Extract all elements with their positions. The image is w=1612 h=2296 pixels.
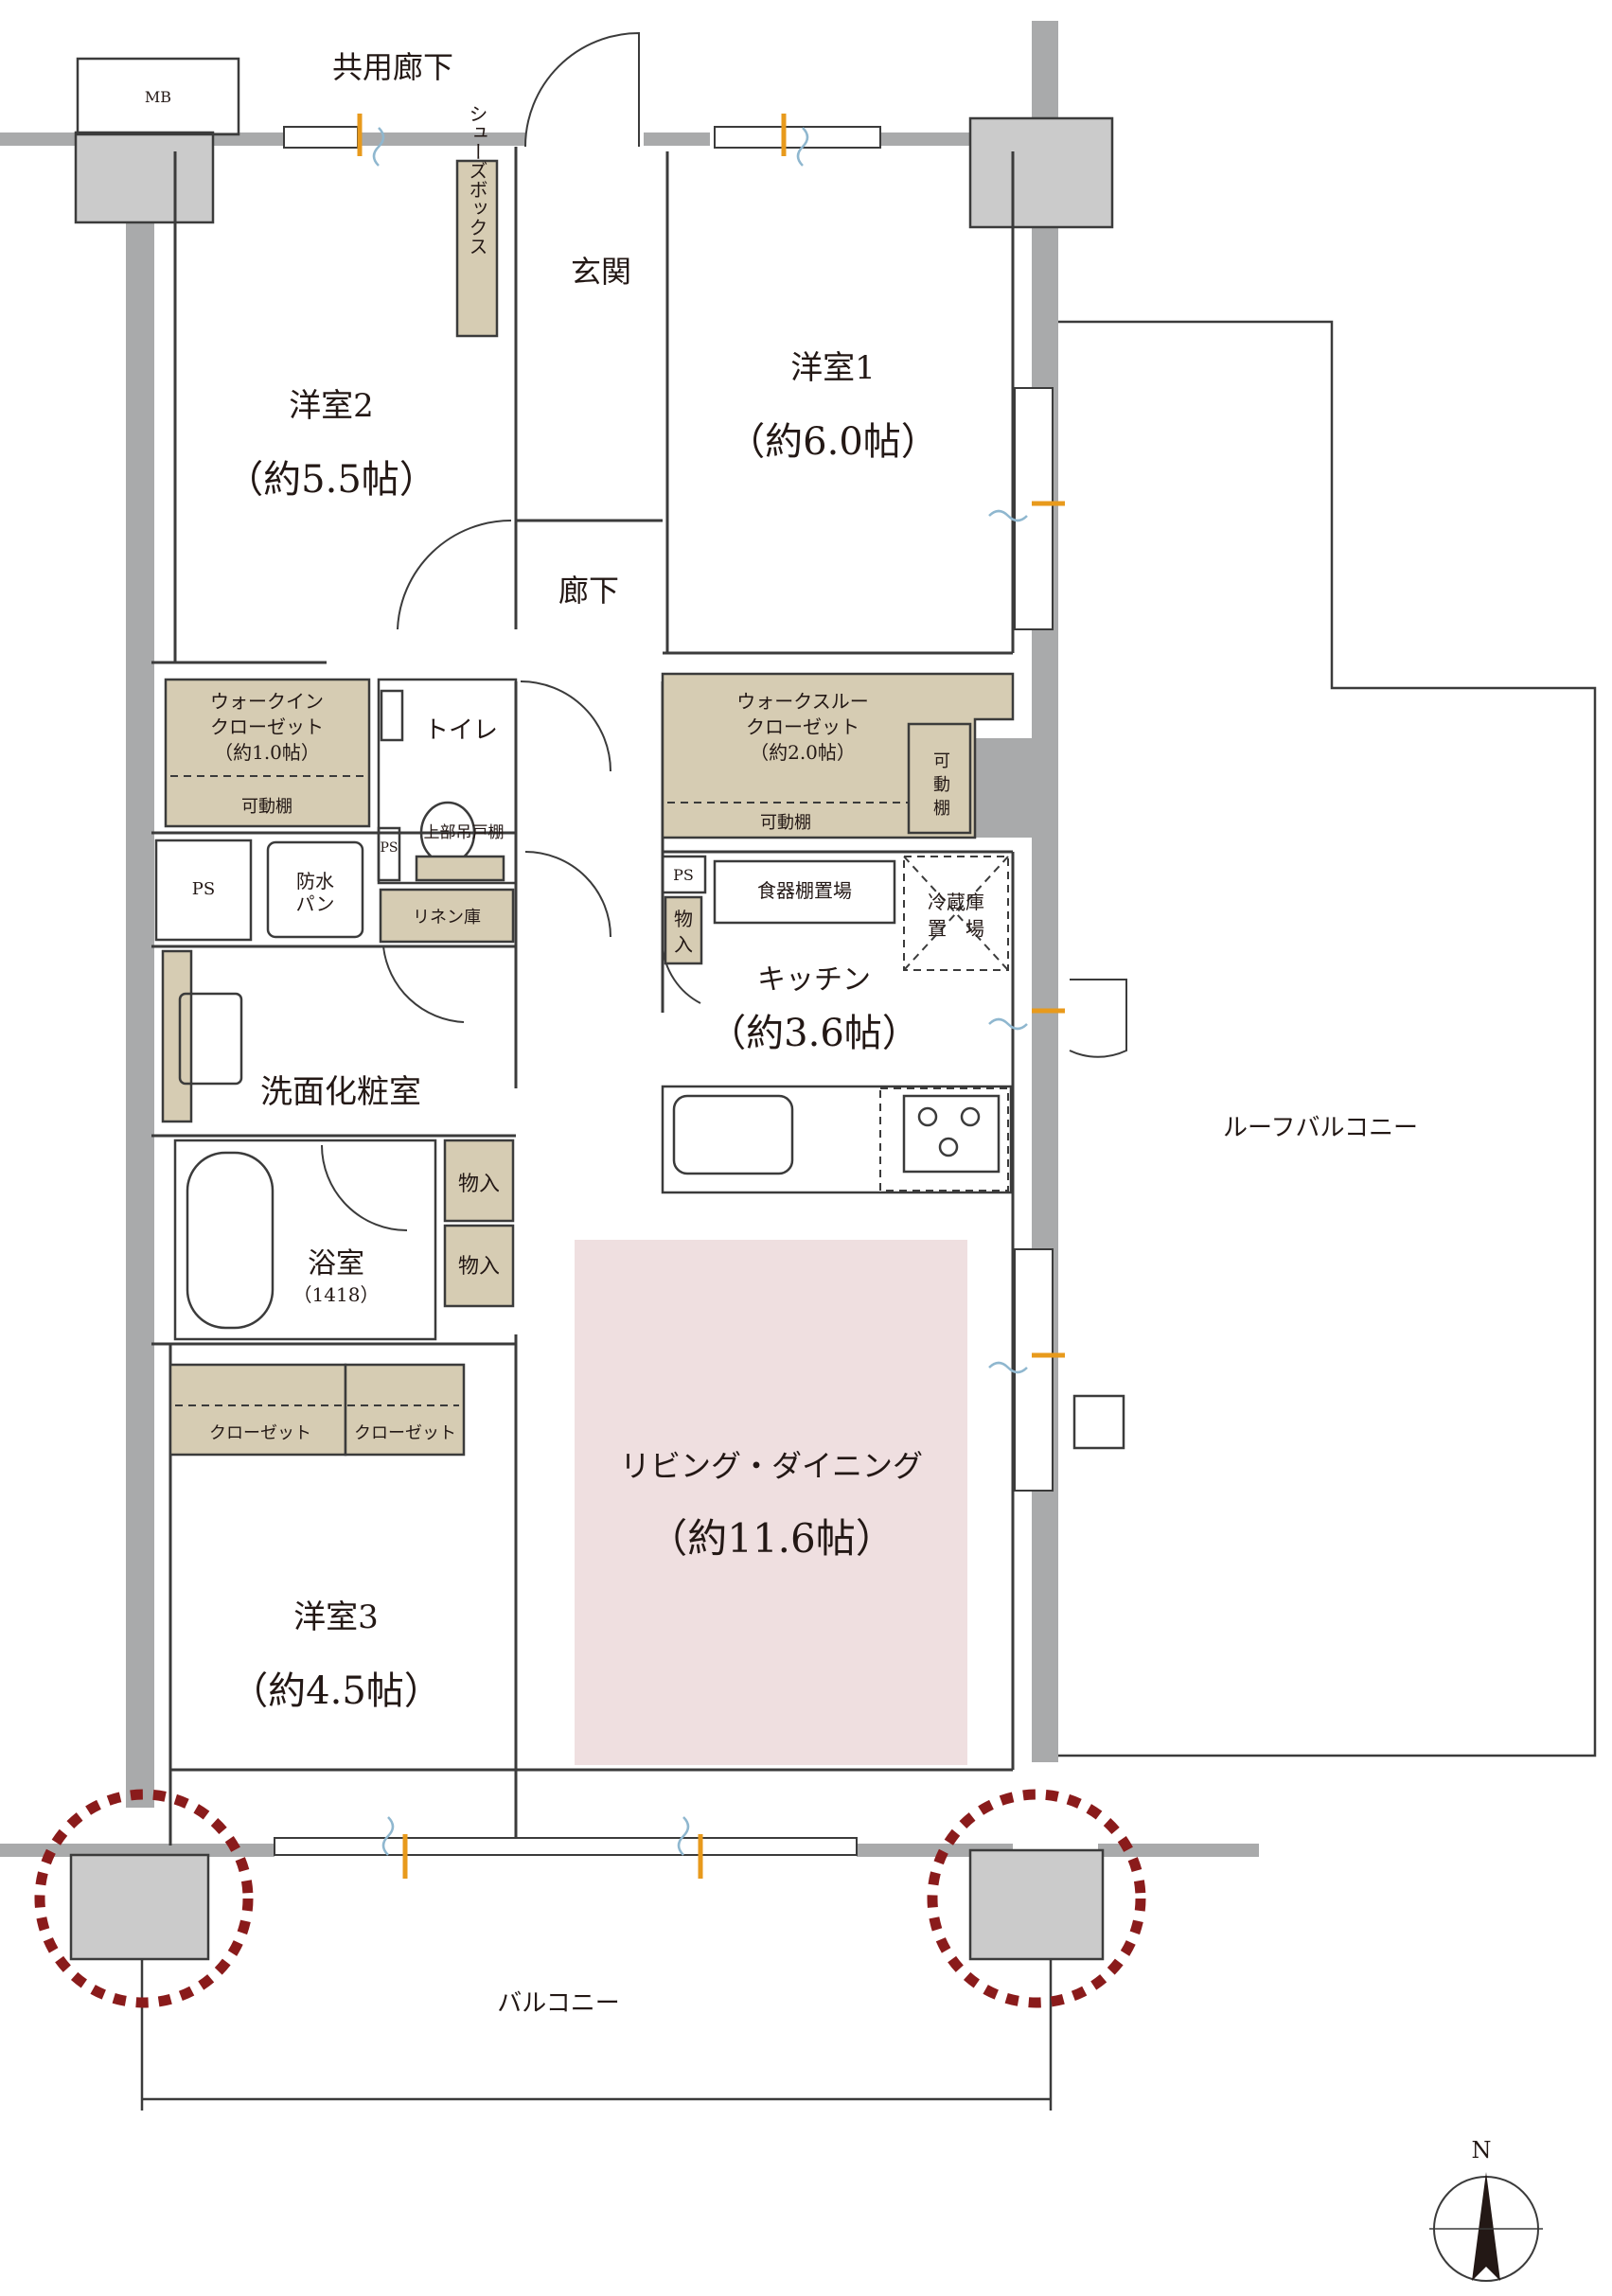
washroom-label: 洗面化粧室	[260, 1073, 421, 1111]
storage-a-label: 物入	[458, 1173, 500, 1196]
bathtub	[186, 1151, 275, 1330]
balcony-railing	[140, 1959, 1053, 2111]
burner-3	[938, 1137, 959, 1157]
north-label: N	[1472, 2137, 1492, 2164]
common-corridor-label: 共用廊下	[332, 49, 453, 85]
waterproof-pan	[266, 840, 364, 939]
wic-label-3: （約1.0帖）	[214, 741, 320, 764]
shoe-box	[455, 159, 499, 338]
ps-small-label: PS	[380, 840, 398, 856]
wic-label-1: ウォークイン	[210, 690, 324, 713]
ps-left-label: PS	[192, 879, 215, 899]
wtc-shelf-label: 可動棚	[760, 813, 811, 833]
shoe-box-label: シューズボックス	[466, 104, 488, 256]
western2-size: （約5.5帖）	[225, 458, 437, 502]
column-marker-icon	[34, 1789, 254, 2008]
mb-label: MB	[145, 88, 171, 106]
ld-name: リビング・ダイニング	[620, 1448, 923, 1484]
burner-2	[960, 1106, 981, 1127]
ps-kitchen-label: PS	[673, 866, 694, 884]
storage-a	[443, 1139, 515, 1223]
kitchen-storage-1: 物	[674, 908, 693, 930]
column-bottom-right	[968, 1848, 1105, 1961]
dish-cabinet-label: 食器棚置場	[757, 879, 852, 902]
ps-kitchen-box	[661, 855, 707, 894]
doors	[321, 31, 1127, 1231]
roof-balcony-box	[1072, 1394, 1125, 1450]
ps-small-box	[377, 826, 401, 882]
dish-cabinet	[713, 859, 896, 925]
closet-a-label: クローゼット	[209, 1423, 311, 1443]
kitchen-size: （約3.6帖）	[708, 1012, 920, 1055]
column-top-left	[74, 131, 215, 224]
upper-cabinet	[415, 855, 505, 882]
window-bottom	[274, 1837, 858, 1856]
hallway-label: 廊下	[558, 573, 619, 609]
western1-size: （約6.0帖）	[727, 420, 939, 464]
toilet-label: トイレ	[424, 716, 498, 745]
column-bottom-left	[69, 1853, 210, 1961]
mb-box	[76, 57, 240, 136]
wtc-label-2: クローゼット	[746, 715, 859, 738]
linen-storage	[379, 888, 515, 944]
western3-size: （約4.5帖）	[230, 1669, 442, 1713]
column-marker-icon	[927, 1789, 1146, 2008]
western2-name: 洋室2	[289, 387, 374, 425]
fridge-space	[903, 856, 1009, 971]
closet-b	[344, 1363, 466, 1457]
genkan-label: 玄関	[571, 254, 631, 290]
vent-icon	[357, 114, 1065, 1879]
kitchen-name: キッチン	[757, 963, 871, 997]
wtc-label-1: ウォークスルー	[736, 690, 868, 713]
window-right-1	[1014, 387, 1054, 630]
kitchen-storage	[664, 895, 703, 965]
bath-name: 浴室	[308, 1247, 364, 1280]
wic-shelf-label: 可動棚	[241, 797, 292, 817]
wtc-shelf-v2: 動	[933, 775, 950, 795]
waterproof-pan-label-1: 防水	[296, 870, 334, 892]
kitchen-counter	[661, 1085, 1013, 1194]
bath-size: （1418）	[293, 1283, 380, 1306]
ld-highlight	[575, 1240, 967, 1765]
fridge-label-1: 冷蔵庫	[928, 891, 984, 913]
column-top-right	[968, 116, 1114, 229]
stove-area	[879, 1087, 1009, 1192]
roof-balcony-outline	[1055, 320, 1597, 1757]
waterproof-pan-label-2: パン	[296, 892, 335, 915]
balcony-label: バルコニー	[497, 1989, 619, 2018]
storage-b-label: 物入	[458, 1255, 500, 1279]
walk-through-closet	[661, 672, 1015, 839]
linen-label: リネン庫	[413, 908, 481, 927]
vanity	[161, 949, 193, 1123]
window-right-2	[1014, 1248, 1054, 1492]
outer-walls	[0, 21, 1259, 1857]
wtc-shelf-v1: 可	[933, 751, 950, 771]
vanity-sink	[178, 992, 243, 1086]
kitchen-sink	[672, 1094, 794, 1175]
compass-icon: N	[1429, 2137, 1543, 2282]
window-top-1	[283, 126, 359, 149]
ld-size: （約11.6帖）	[647, 1515, 895, 1562]
bath-room	[173, 1139, 437, 1341]
walk-in-closet	[164, 678, 371, 828]
toilet-sink	[380, 689, 404, 742]
closet-a	[168, 1363, 347, 1457]
window-top-2	[714, 126, 881, 149]
ps-left	[154, 839, 253, 942]
kitchen-storage-2: 入	[674, 933, 693, 956]
closet-b-label: クローゼット	[354, 1423, 456, 1443]
western3-name: 洋室3	[293, 1598, 379, 1636]
wic-label-2: クローゼット	[210, 715, 324, 738]
toilet-room	[377, 678, 518, 885]
fridge-label-2: 置 場	[928, 917, 984, 940]
storage-b	[443, 1224, 515, 1308]
stove	[902, 1094, 1001, 1174]
roof-balcony-label: ルーフバルコニー	[1223, 1114, 1418, 1142]
wtc-label-3: （約2.0帖）	[750, 741, 856, 764]
upper-cabinet-label: 上部吊戸棚	[424, 823, 505, 842]
burner-1	[917, 1106, 938, 1127]
wtc-shelf-v3: 棚	[933, 799, 950, 819]
western1-name: 洋室1	[790, 349, 876, 387]
